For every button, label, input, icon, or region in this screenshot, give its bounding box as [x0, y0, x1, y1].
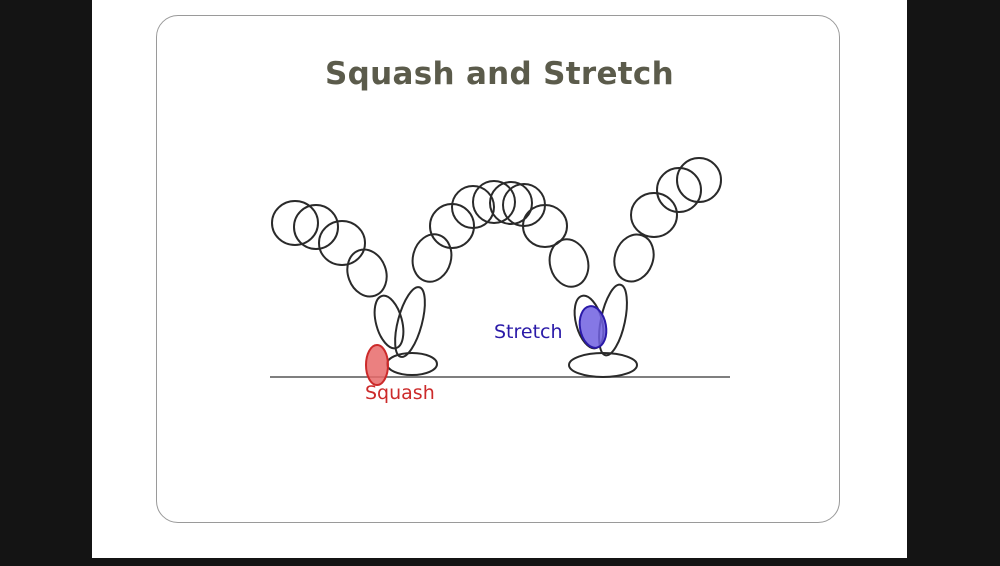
ball-frame [489, 181, 533, 225]
slide [92, 0, 907, 558]
ball-frame [346, 248, 388, 298]
ball-frame [656, 167, 702, 213]
stretch-highlight [578, 305, 608, 349]
ball-frame [293, 204, 339, 250]
ball-frame [394, 286, 426, 358]
ball-frame-squash [386, 352, 438, 376]
ball-frame [630, 192, 678, 238]
ball-frame [451, 185, 495, 229]
ball-frame [411, 233, 453, 283]
ball-frame [318, 220, 366, 266]
ball-frame [676, 157, 722, 203]
stretch-label: Stretch [494, 321, 563, 343]
slide-title: Squash and Stretch [325, 56, 674, 92]
ball-frame-squash [568, 352, 638, 378]
ball-frame [613, 233, 655, 283]
ball-frame [548, 238, 590, 288]
ball-frame [271, 200, 319, 246]
ball-frame [522, 204, 568, 248]
ball-frame [373, 294, 405, 350]
squash-highlight [365, 344, 389, 386]
squash-label: Squash [365, 382, 435, 404]
slide-card [156, 15, 840, 523]
ball-frame [472, 180, 516, 224]
